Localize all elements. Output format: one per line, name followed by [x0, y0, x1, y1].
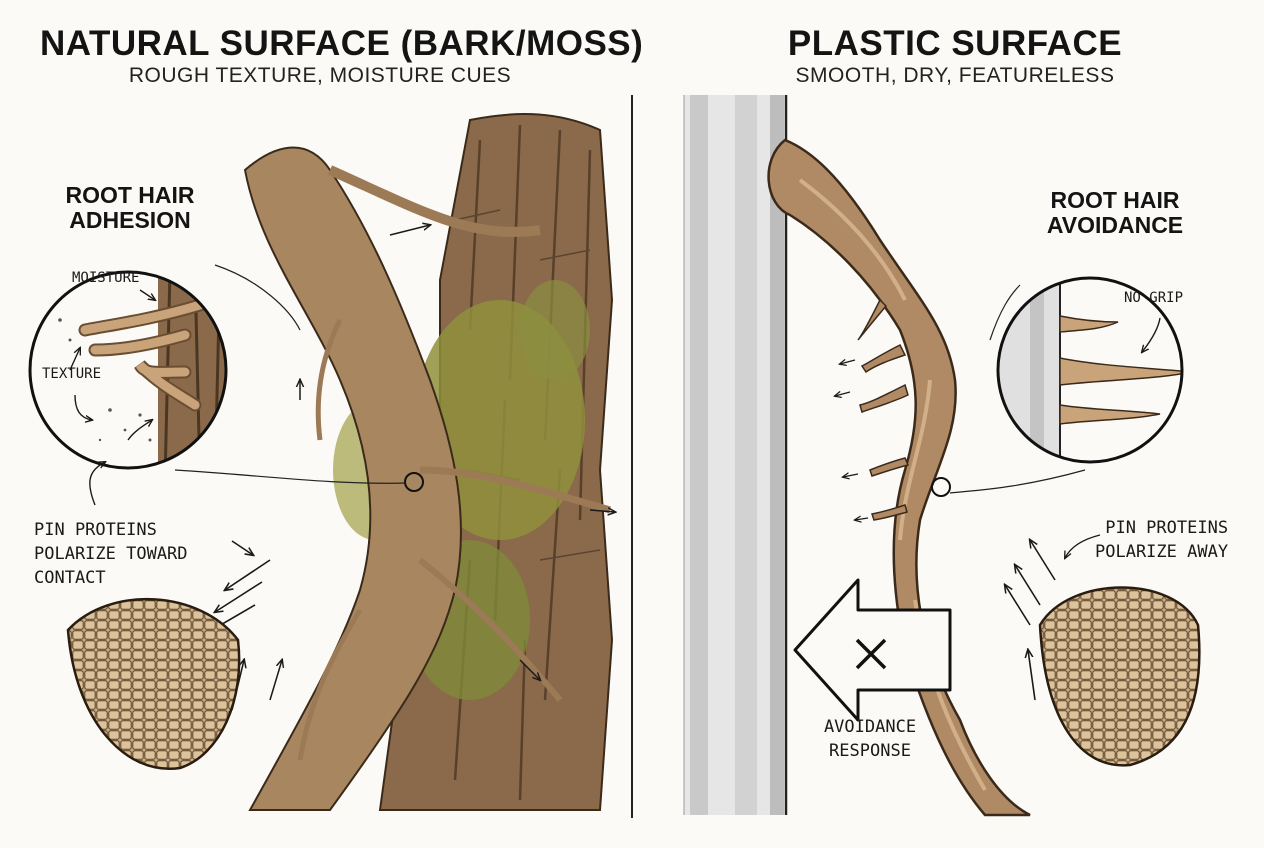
main-root-plastic: [767, 138, 1031, 817]
avoidance-response-label: AVOIDANCE RESPONSE: [820, 715, 920, 763]
moisture-label: MOISTURE: [72, 270, 140, 286]
contact-marker-plastic: [931, 477, 951, 497]
right-inset-heading: ROOT HAIR AVOIDANCE: [1030, 188, 1200, 238]
left-panel-title: NATURAL SURFACE (BARK/MOSS): [40, 24, 644, 63]
avoidance-line1: AVOIDANCE: [823, 717, 917, 737]
plastic-pole: [683, 95, 788, 815]
pin-arrows-away: [1005, 540, 1056, 701]
avoidance-line2: RESPONSE: [829, 741, 911, 761]
pin-label-line1: PIN PROTEINS: [34, 520, 157, 540]
left-inset-heading-line1: ROOT HAIR: [65, 182, 195, 208]
no-grip-label: NO GRIP: [1124, 290, 1184, 306]
retreat-arrows: [835, 360, 869, 520]
avoidance-arrow: [793, 578, 952, 722]
pin-label-line3: CONTACT: [34, 568, 106, 588]
root-flow-arrows: [269, 225, 615, 701]
pin-label-away-line1: PIN PROTEINS: [1105, 518, 1229, 538]
right-panel-subtitle: SMOOTH, DRY, FEATURELESS: [795, 64, 1115, 87]
root-tip-cells-left: [66, 597, 241, 771]
right-inset-heading-line1: ROOT HAIR: [1050, 187, 1180, 213]
right-inset-heading-line2: AVOIDANCE: [1046, 212, 1184, 238]
main-root-natural: [243, 146, 611, 811]
root-tip-cells-right: [1038, 586, 1201, 767]
left-inset-heading: ROOT HAIR ADHESION: [45, 183, 215, 233]
left-panel-subtitle: ROUGH TEXTURE, MOISTURE CUES: [128, 64, 512, 87]
pin-label-line2: POLARIZE TOWARD: [34, 544, 188, 564]
pin-label-away-line2: POLARIZE AWAY: [1095, 542, 1229, 562]
left-inset-heading-line2: ADHESION: [69, 207, 191, 233]
pin-proteins-away-label: PIN PROTEINS POLARIZE AWAY: [1095, 516, 1228, 564]
stunted-root-hairs: [857, 298, 910, 521]
pin-proteins-toward-label: PIN PROTEINS POLARIZE TOWARD CONTACT: [34, 518, 188, 590]
texture-label: TEXTURE: [42, 366, 102, 382]
right-panel-title: PLASTIC SURFACE: [787, 24, 1123, 63]
contact-marker: [404, 472, 424, 492]
